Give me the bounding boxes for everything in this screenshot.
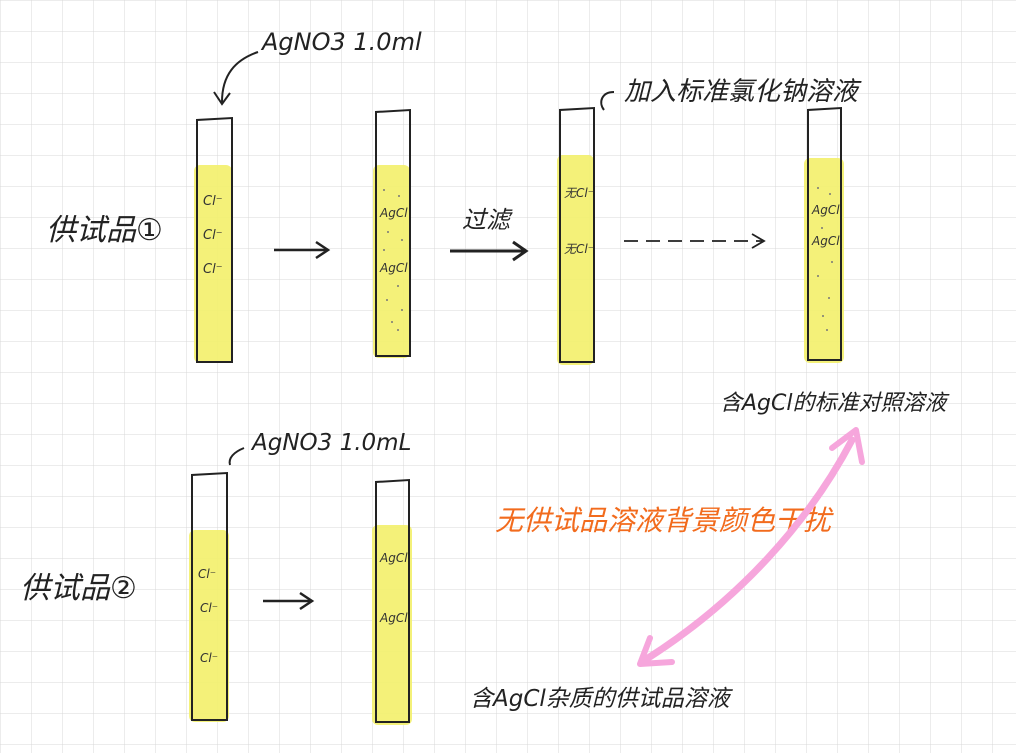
arrow-head bbox=[299, 591, 315, 611]
tube-outline bbox=[191, 471, 228, 721]
row1-tube-1: Cl⁻ Cl⁻ Cl⁻ bbox=[194, 116, 233, 363]
ion-label: Cl⁻ bbox=[198, 567, 216, 581]
row1-filter-arrow: 过滤 bbox=[450, 206, 529, 262]
tube-outline bbox=[196, 116, 233, 363]
tube-outline bbox=[559, 106, 595, 363]
tube-liquid bbox=[372, 525, 412, 725]
precipitate-label: AgCl bbox=[811, 203, 840, 217]
ion-label: Cl⁻ bbox=[203, 262, 223, 277]
tube-liquid bbox=[194, 165, 232, 363]
row1-standard-note: 加入标准氯化钠溶液 bbox=[624, 77, 862, 107]
tube-liquid bbox=[189, 530, 229, 722]
tube-outline bbox=[807, 106, 842, 361]
ion-label: 无Cl⁻ bbox=[564, 242, 594, 256]
row1-result-caption: 含AgCl的标准对照溶液 bbox=[720, 391, 950, 416]
precipitate-dots bbox=[817, 187, 833, 331]
row1-reagent-note: AgNO3 1.0ml bbox=[260, 28, 422, 56]
row2-sample-label: 供试品② bbox=[20, 571, 137, 606]
precipitate-label: AgCl bbox=[811, 234, 840, 248]
reagent-curved-arrow bbox=[221, 51, 259, 103]
row1-sample-label: 供试品① bbox=[46, 213, 163, 248]
arrow-head bbox=[751, 233, 766, 249]
row2-result-caption: 含AgCl杂质的供试品溶液 bbox=[470, 686, 734, 712]
row1-arrow-1 bbox=[274, 240, 331, 260]
tube-outline bbox=[375, 478, 410, 723]
row2-tube-2: AgCl AgCl bbox=[372, 478, 412, 725]
row2-tube-1: Cl⁻ Cl⁻ Cl⁻ bbox=[189, 471, 229, 722]
comparison-double-arrow bbox=[637, 427, 865, 667]
arrow-head-top bbox=[829, 427, 865, 465]
precipitate-label: AgCl bbox=[379, 551, 408, 565]
filter-label: 过滤 bbox=[462, 206, 513, 234]
background-interference-note: 无供试品溶液背景颜色干扰 bbox=[495, 504, 834, 537]
arrow-shaft bbox=[641, 436, 856, 664]
row2-reagent-hook bbox=[228, 447, 245, 466]
standard-note-hook bbox=[600, 91, 615, 111]
precipitate-label: AgCl bbox=[379, 261, 408, 275]
row2-arrow bbox=[263, 591, 315, 611]
precipitate-label: AgCl bbox=[379, 206, 408, 220]
ion-label: Cl⁻ bbox=[203, 228, 223, 243]
row1-tube-4: AgCl AgCl bbox=[804, 106, 844, 363]
ion-label: Cl⁻ bbox=[203, 194, 223, 209]
ion-label: Cl⁻ bbox=[200, 651, 218, 665]
row2-reagent-note: AgNO3 1.0mL bbox=[250, 430, 411, 456]
arrow-head bbox=[512, 240, 529, 262]
arrow-head-bottom bbox=[637, 635, 675, 667]
row1-tube-2: AgCl AgCl bbox=[373, 108, 411, 358]
arrow-head bbox=[315, 240, 331, 260]
tube-liquid bbox=[373, 165, 410, 358]
tube-liquid bbox=[557, 155, 594, 365]
tube-liquid bbox=[804, 158, 844, 363]
ion-label: Cl⁻ bbox=[200, 601, 218, 615]
precipitate-dots bbox=[383, 189, 403, 331]
reagent-arrowhead bbox=[213, 91, 231, 106]
tube-outline bbox=[375, 108, 411, 357]
row1-dashed-arrow bbox=[624, 233, 766, 249]
ion-label: 无Cl⁻ bbox=[564, 186, 594, 200]
row1-tube-3: 无Cl⁻ 无Cl⁻ bbox=[557, 106, 595, 365]
precipitate-label: AgCl bbox=[379, 611, 408, 625]
